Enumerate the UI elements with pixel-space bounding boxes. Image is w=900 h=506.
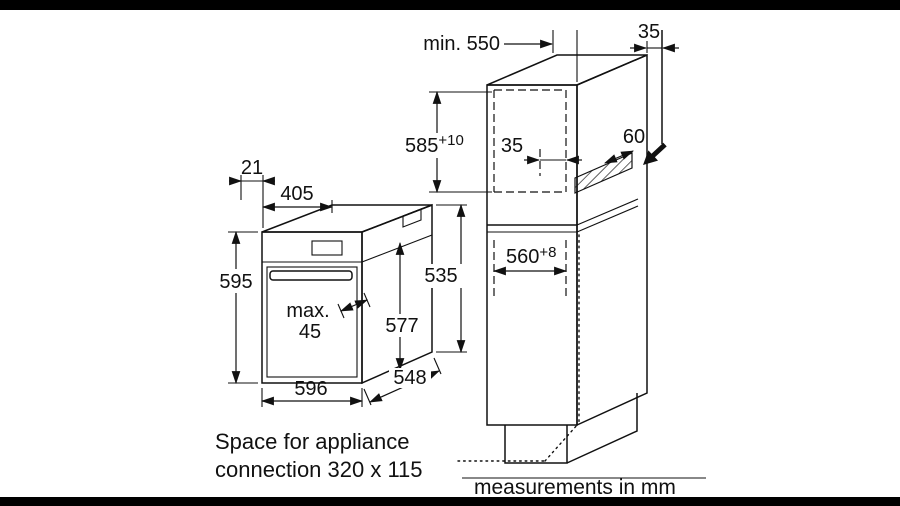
oven-drawing	[261, 203, 433, 385]
dim-label-596: 596	[294, 378, 327, 400]
oven-top-face	[261, 204, 433, 233]
dim-label-560: 560+8	[506, 244, 556, 268]
wall-direction-arrow	[643, 142, 667, 165]
dim-min-depth: min. 550	[423, 30, 578, 82]
shelf-side-edge	[576, 198, 639, 226]
vent-cutout-hatch	[574, 152, 633, 194]
dim-label-21: 21	[241, 157, 263, 179]
dim-label-max: max.	[286, 300, 329, 322]
dim-body-height: 577	[380, 241, 425, 372]
oven-side-notch	[402, 208, 422, 228]
dim-label-548: 548	[393, 367, 426, 389]
dim-label-35-inner: 35	[501, 135, 523, 157]
dim-door-offset: 21	[229, 157, 275, 228]
cabinet-plinth	[504, 393, 638, 464]
dim-bottom-depth: 548	[363, 357, 442, 406]
dim-560-base: 560	[506, 246, 539, 268]
oven-door-handle	[269, 270, 353, 281]
units-note: measurements in mm	[474, 476, 676, 499]
label-background	[380, 314, 425, 337]
dim-width: 596	[260, 378, 364, 407]
leader-dotted-diagonal	[544, 423, 579, 462]
connection-note-line1: Space for appliance	[215, 429, 409, 454]
dim-vent-gap: 35	[501, 135, 582, 176]
dim-vent-depth: 60	[604, 126, 645, 164]
letterbox-bottom	[0, 497, 900, 506]
cabinet-top-face	[486, 54, 648, 86]
label-background	[213, 269, 258, 293]
dim-560-tolerance: +8	[539, 244, 556, 261]
dim-label-577: 577	[385, 315, 418, 337]
dim-label-35-top: 35	[638, 21, 660, 43]
dim-top-depth: 405	[261, 183, 334, 213]
control-panel-line-side	[361, 234, 433, 263]
shelf-side-bottom-edge	[576, 205, 639, 233]
dim-wall-gap: 35	[630, 21, 679, 53]
dim-label-585: 585+10	[405, 132, 464, 157]
dim-niche-width: 560+8	[492, 240, 568, 297]
cabinet-drawing	[457, 30, 667, 464]
extension-line	[363, 388, 372, 406]
dim-label-405: 405	[280, 183, 313, 205]
label-background	[400, 133, 468, 158]
dimension-line	[340, 299, 368, 312]
oven-side-face	[361, 203, 433, 385]
label-background	[418, 264, 464, 288]
oven-display	[311, 240, 343, 256]
dim-niche-height: 585+10	[400, 90, 492, 194]
letterbox-top	[0, 0, 900, 10]
dim-label-60: 60	[623, 126, 645, 148]
dim-label-535: 535	[424, 265, 457, 287]
connection-note-line2: connection 320 x 115	[215, 457, 423, 482]
dim-rear-height: 535	[418, 203, 467, 354]
dim-585-base: 585	[405, 135, 438, 157]
dim-handle-depth: max. 45	[286, 292, 371, 343]
dim-label-45: 45	[299, 321, 321, 343]
oven-door-outline	[266, 266, 358, 378]
cabinet-side-face	[576, 53, 648, 427]
cabinet-dimensions: min. 550 35 585+10 35 60	[400, 21, 679, 297]
dim-label-min-550: min. 550	[423, 33, 500, 55]
dim-front-height: 595	[213, 230, 258, 385]
label-background	[389, 368, 431, 388]
dim-585-tolerance: +10	[438, 132, 463, 149]
oven-dimensions: 21 405 595 535 577	[213, 157, 467, 407]
dim-label-595: 595	[219, 271, 252, 293]
notes: Space for appliance connection 320 x 115…	[215, 429, 706, 499]
dimension-line	[604, 150, 634, 164]
